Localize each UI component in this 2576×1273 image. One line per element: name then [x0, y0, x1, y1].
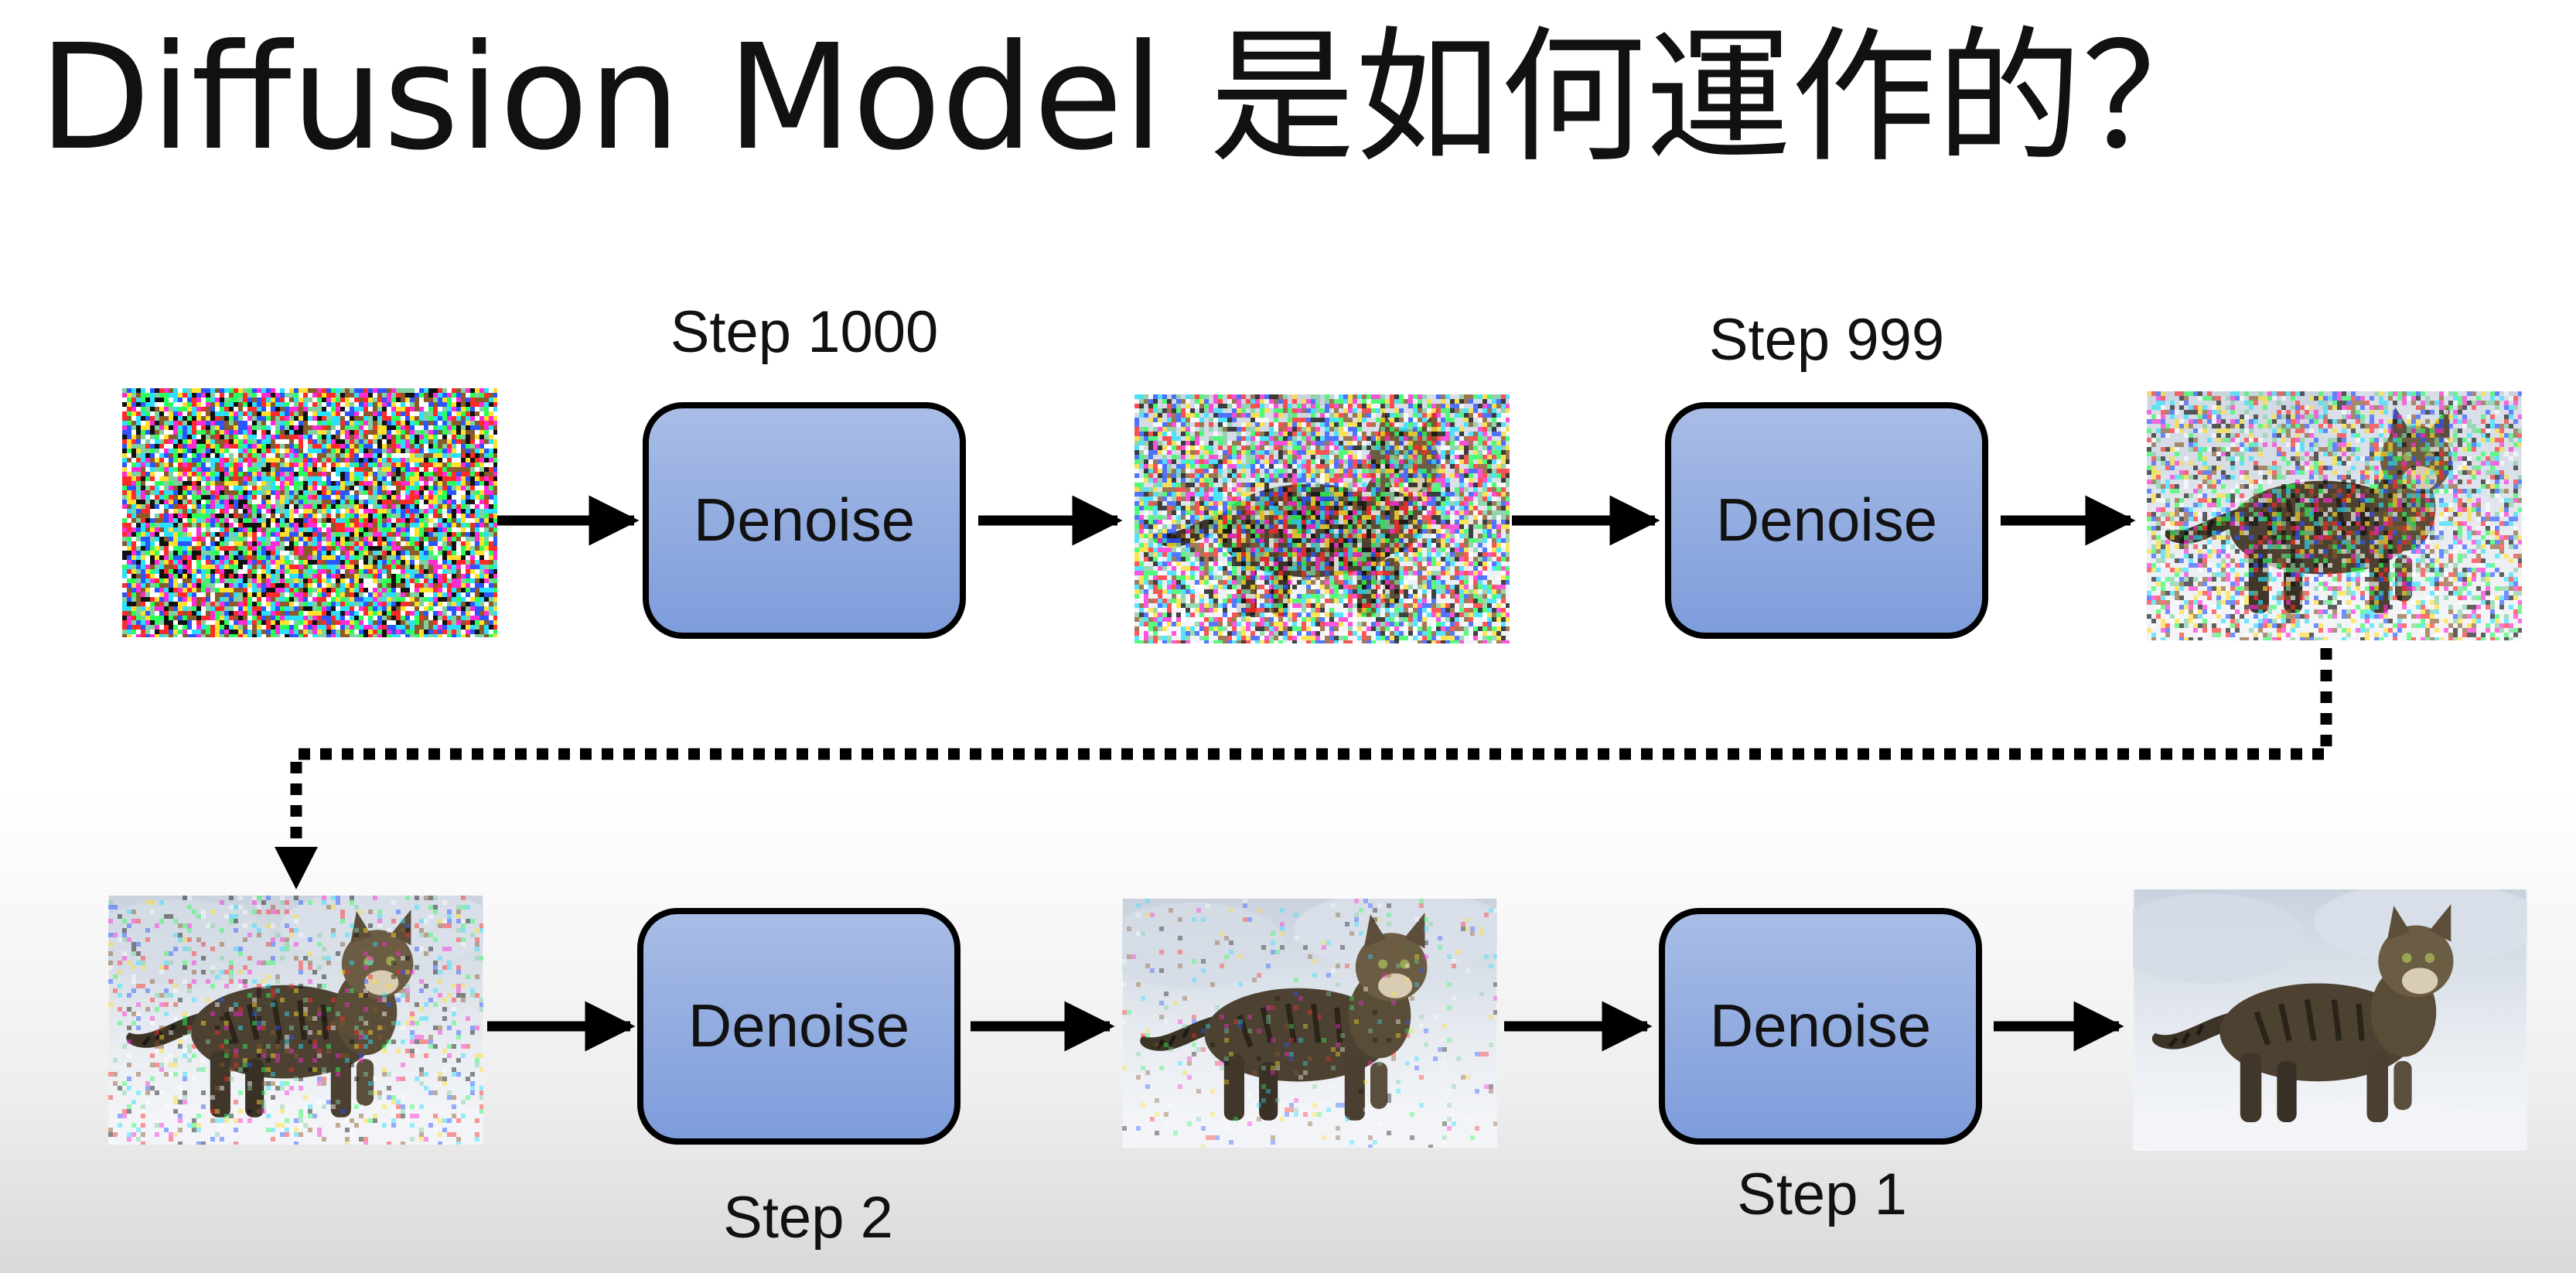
- step-label-999: Step 999: [1709, 307, 1944, 373]
- denoise-box-step-2-label: Denoise: [688, 991, 909, 1060]
- denoise-box-step-999: Denoise: [1665, 402, 1988, 639]
- noisy-cat-image-a: [1134, 394, 1510, 643]
- cat-image-light-noise: [108, 896, 483, 1145]
- denoise-box-step-999-label: Denoise: [1716, 486, 1937, 554]
- page-title: Diffusion Model 是如何運作的？: [39, 13, 2228, 183]
- noisy-cat-image-b: [2147, 391, 2522, 640]
- cat-image-near-clean: [1122, 899, 1497, 1148]
- denoise-box-step-2: Denoise: [637, 908, 960, 1145]
- dotted-connector-arrowhead: [275, 847, 318, 889]
- step-label-2: Step 2: [723, 1185, 893, 1251]
- denoise-box-step-1000-label: Denoise: [694, 486, 915, 554]
- noise-image-step-1000: [122, 388, 497, 637]
- denoise-box-step-1000: Denoise: [643, 402, 966, 639]
- denoise-box-step-1: Denoise: [1659, 908, 1982, 1145]
- step-label-1000: Step 1000: [670, 299, 939, 365]
- denoise-box-step-1-label: Denoise: [1710, 991, 1931, 1060]
- step-label-1: Step 1: [1737, 1162, 1907, 1227]
- dotted-connector: [290, 648, 2332, 847]
- cat-image-clean: [2133, 889, 2527, 1151]
